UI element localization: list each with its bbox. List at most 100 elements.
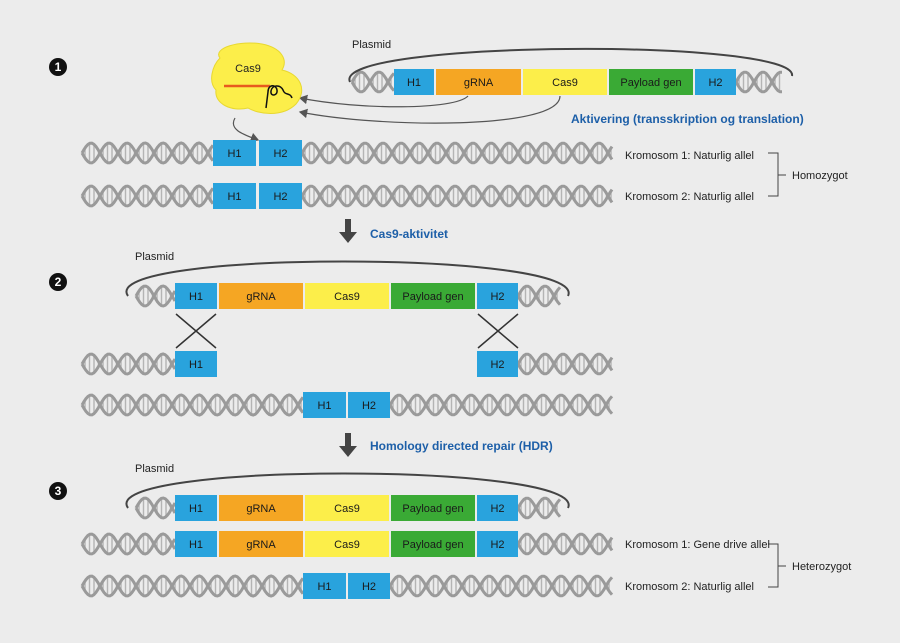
- chromosome1-label-step3: Kromosom 1: Gene drive allel: [625, 539, 770, 551]
- chr1-step3-payload: Payload gen: [391, 531, 475, 557]
- plasmid2-h1: H1: [175, 283, 217, 309]
- plasmid3-h1-label: H1: [189, 503, 203, 515]
- chr1-step3-payload-label: Payload gen: [402, 539, 463, 551]
- chr1-step3-h1-label: H1: [189, 539, 203, 551]
- plasmid3-h2-label: H2: [490, 503, 504, 515]
- down-arrow-2: [339, 433, 357, 457]
- svg-text:2: 2: [55, 275, 62, 289]
- chr1-step3-grna: gRNA: [219, 531, 303, 557]
- chr2-step2-h2: H2: [348, 392, 390, 418]
- down-arrow-1: [339, 219, 357, 243]
- dna-helix-s3-chr1-left: [80, 532, 177, 556]
- chr2-step3-h2: H2: [348, 573, 390, 599]
- chr2-step2-h2-label: H2: [362, 400, 376, 412]
- plasmid3-cas9: Cas9: [305, 495, 389, 521]
- plasmid1-cas9: Cas9: [523, 69, 607, 95]
- chr2-step1-h2-label: H2: [273, 191, 287, 203]
- plasmid3-payload: Payload gen: [391, 495, 475, 521]
- plasmid3-h2: H2: [477, 495, 518, 521]
- plasmid3-cas9-label: Cas9: [334, 503, 360, 515]
- plasmid2-cas9: Cas9: [305, 283, 389, 309]
- chr2-step3-h1-label: H1: [317, 581, 331, 593]
- plasmid3-payload-label: Payload gen: [402, 503, 463, 515]
- connector-lines: [125, 47, 794, 588]
- dna-helix-plasmid2-left: [134, 284, 177, 308]
- chr2-step3-h2-label: H2: [362, 581, 376, 593]
- plasmid1-payload: Payload gen: [609, 69, 693, 95]
- chr1-step1-h2-label: H2: [273, 148, 287, 160]
- chr1-step3-grna-label: gRNA: [246, 539, 276, 551]
- dna-helix-s2-chr2-left: [80, 393, 305, 417]
- plasmid-arc-step3: [125, 472, 570, 509]
- plasmid1-grna: gRNA: [436, 69, 521, 95]
- dna-helices: [80, 70, 782, 598]
- guide-rna-loop-icon: [265, 85, 293, 109]
- dna-helix-plasmid1-right: [734, 70, 782, 94]
- plasmid2-grna-label: gRNA: [246, 291, 276, 303]
- plasmid1-payload-label: Payload gen: [620, 77, 681, 89]
- chr-step2-h2: H2: [477, 351, 518, 377]
- chr2-step1-h2: H2: [259, 183, 302, 209]
- plasmid-arc-step2: [125, 260, 570, 297]
- chr1-step3-cas9-label: Cas9: [334, 539, 360, 551]
- plasmid-arc-step1: [348, 47, 794, 83]
- plasmid2-h2-label: H2: [490, 291, 504, 303]
- chr1-step1-h1-label: H1: [227, 148, 241, 160]
- zygosity-label-step1: Homozygot: [792, 170, 848, 182]
- plasmid2-cas9-label: Cas9: [334, 291, 360, 303]
- chr1-step3-cas9: Cas9: [305, 531, 389, 557]
- dna-helix-plasmid2-right: [516, 284, 562, 308]
- plasmid-label-step1: Plasmid: [352, 39, 391, 51]
- zygosity-brace-step3: [768, 543, 786, 588]
- plasmid1-h2: H2: [695, 69, 736, 95]
- plasmid3-grna-label: gRNA: [246, 503, 276, 515]
- zygosity-brace-step1: [768, 152, 786, 197]
- dna-helix-s2-chr2-right: [388, 393, 614, 417]
- chr2-step1-h1: H1: [213, 183, 256, 209]
- plasmid2-h2: H2: [477, 283, 518, 309]
- chr1-step3-h1: H1: [175, 531, 217, 557]
- target-arrow: [232, 117, 260, 142]
- cas9-protein-shape: [211, 42, 303, 114]
- activation-label: Aktivering (transskription og translatio…: [571, 112, 804, 126]
- dna-helix-s3-chr2-left: [80, 574, 305, 598]
- hdr-label: Homology directed repair (HDR): [370, 439, 553, 453]
- dna-helix-chr1-right: [300, 141, 614, 165]
- plasmid1-cas9-label: Cas9: [552, 77, 578, 89]
- chr1-step1-h2: H2: [259, 140, 302, 166]
- dna-helix-s2-chr1-left: [80, 352, 177, 376]
- chr1-step3-h2-label: H2: [490, 539, 504, 551]
- cas9-protein: Cas9: [211, 42, 303, 114]
- dna-helix-chr2-right: [300, 184, 614, 208]
- plasmid2-grna: gRNA: [219, 283, 303, 309]
- dna-helix-chr2-left: [80, 184, 215, 208]
- dna-helix-chr1-left: [80, 141, 215, 165]
- chr-step2-h1: H1: [175, 351, 217, 377]
- step-number-1: 1: [49, 58, 67, 76]
- chr2-step2-h1-label: H1: [317, 400, 331, 412]
- dna-helix-plasmid3-left: [134, 496, 177, 520]
- dna-helix-s3-chr1-right: [516, 532, 614, 556]
- activation-arrow-grna: [298, 94, 469, 108]
- chromosome1-label-step1: Kromosom 1: Naturlig allel: [625, 150, 754, 162]
- chromosome2-label-step1: Kromosom 2: Naturlig allel: [625, 191, 754, 203]
- chr-step2-h1-label: H1: [189, 359, 203, 371]
- cas9-activity-label: Cas9-aktivitet: [370, 227, 448, 241]
- chr2-step2-h1: H1: [303, 392, 346, 418]
- plasmid-label-step3: Plasmid: [135, 463, 174, 475]
- crossover-left: [175, 313, 217, 349]
- chromosome2-label-step3: Kromosom 2: Naturlig allel: [625, 581, 754, 593]
- dna-helix-s3-chr2-right: [388, 574, 614, 598]
- activation-arrow-cas9: [298, 95, 561, 124]
- plasmid2-payload-label: Payload gen: [402, 291, 463, 303]
- plasmid3-h1: H1: [175, 495, 217, 521]
- plasmid1-h1-label: H1: [407, 77, 421, 89]
- cas9-protein-label: Cas9: [235, 63, 261, 75]
- plasmid-label-step2: Plasmid: [135, 251, 174, 263]
- zygosity-label-step3: Heterozygot: [792, 561, 851, 573]
- plasmid2-payload: Payload gen: [391, 283, 475, 309]
- crossover-right: [477, 313, 519, 349]
